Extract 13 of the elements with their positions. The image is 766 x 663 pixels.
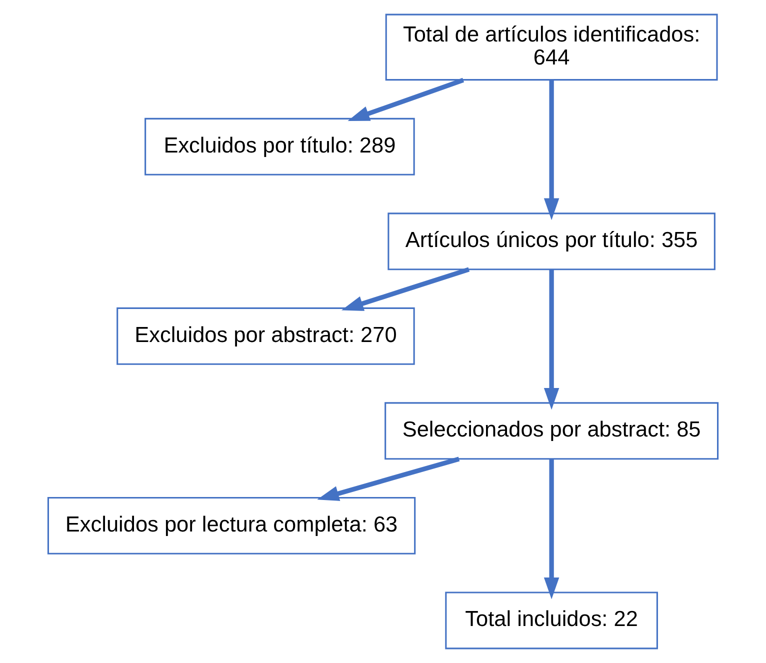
node-box: Excluidos por título: 289 xyxy=(144,118,415,176)
node-box: Total de artículos identificados: 644 xyxy=(385,14,718,81)
node-box: Excluidos por lectura completa: 63 xyxy=(47,496,416,554)
arrow xyxy=(342,267,470,311)
node-box: Artículos únicos por título: 355 xyxy=(388,212,716,270)
node-box: Seleccionados por abstract: 85 xyxy=(384,402,719,460)
node-box: Total incluidos: 22 xyxy=(445,592,658,650)
arrow xyxy=(348,78,464,121)
node-box: Excluidos por abstract: 270 xyxy=(116,307,415,365)
arrow xyxy=(544,80,560,220)
arrow xyxy=(544,270,560,410)
arrow xyxy=(317,456,460,501)
arrow xyxy=(544,459,560,600)
